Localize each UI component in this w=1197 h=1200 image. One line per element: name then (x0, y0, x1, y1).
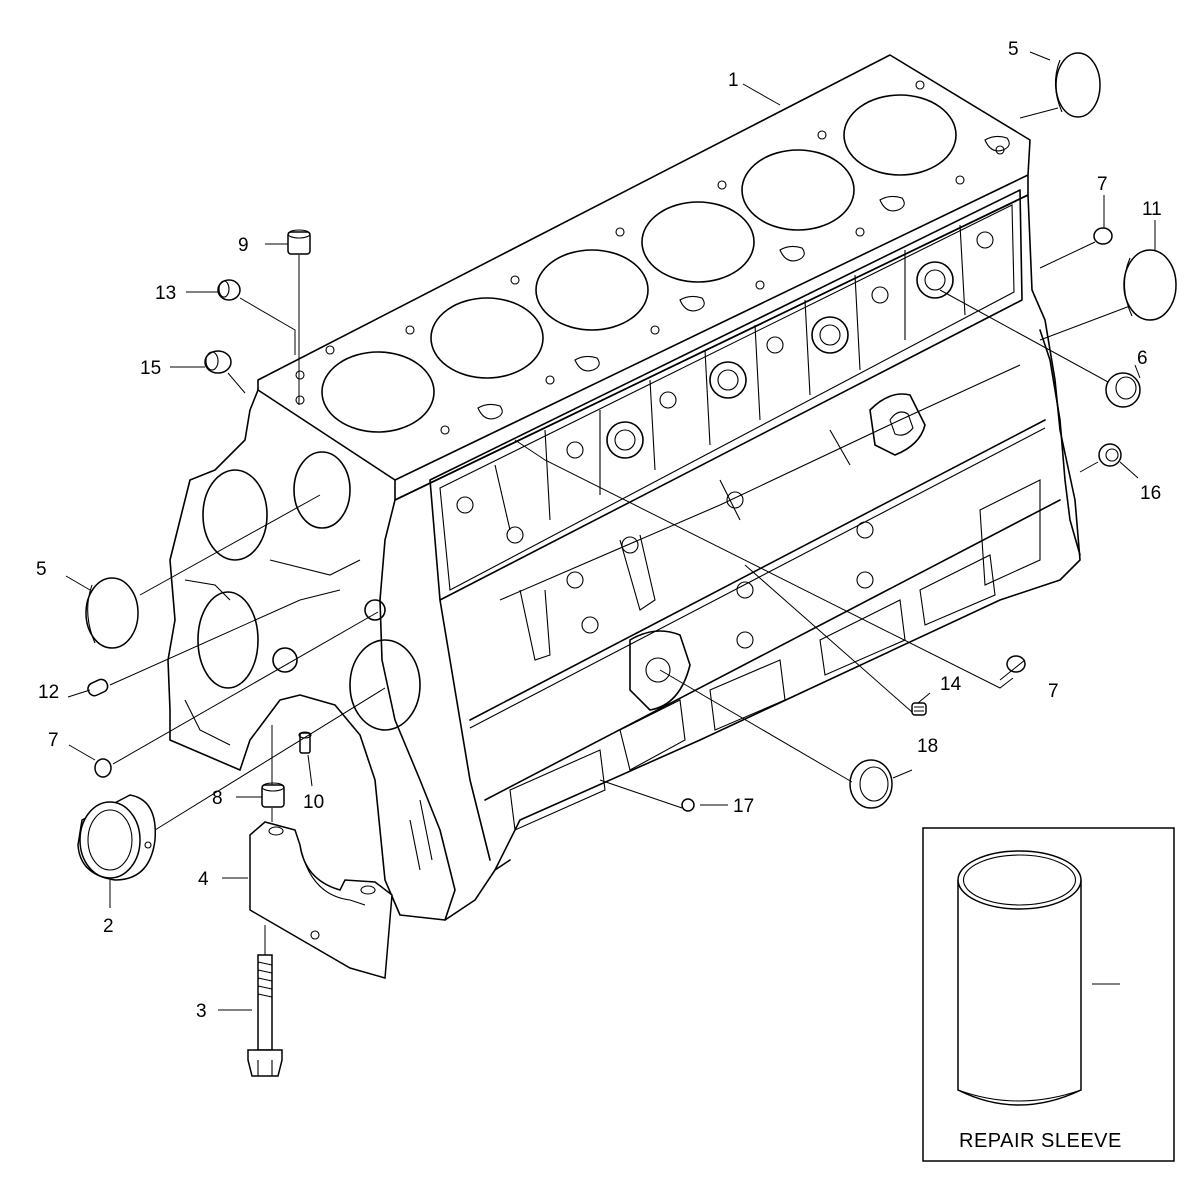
cam-bushing-2 (77, 794, 157, 881)
callout-1: 1 (728, 70, 739, 91)
plug-15 (204, 350, 232, 374)
callout-11: 11 (1142, 199, 1162, 220)
cup-plug-18 (849, 759, 893, 809)
small-plug-7b (94, 758, 112, 778)
small-plug-7c (1006, 655, 1026, 673)
cylinder-bores (321, 94, 957, 433)
callout-5b: 5 (36, 559, 47, 580)
bushing-9 (287, 229, 311, 255)
head-bolt-holes (295, 80, 1010, 435)
callout-12: 12 (38, 682, 59, 703)
callout-labels: 1 5 7 11 9 13 15 6 16 5 12 7 14 7 18 8 1… (36, 39, 1162, 1022)
small-plug-17 (681, 798, 695, 812)
callout-14: 14 (940, 674, 962, 695)
callout-13: 13 (155, 283, 176, 304)
fitting-14 (911, 702, 927, 716)
callout-9: 9 (238, 235, 249, 256)
sleeve-plug-16 (1098, 443, 1122, 467)
callout-6: 6 (1137, 348, 1148, 369)
callout-15: 15 (140, 358, 161, 379)
callout-7a: 7 (1097, 174, 1108, 195)
expansion-plug-top (1054, 52, 1101, 118)
repair-sleeve (957, 850, 1082, 1106)
disc-plug-11 (1123, 249, 1177, 321)
callout-17: 17 (733, 796, 754, 817)
callout-2: 2 (103, 916, 114, 937)
callout-5a: 5 (1008, 39, 1019, 60)
callout-4: 4 (198, 869, 209, 890)
bearing-cap-4 (249, 821, 393, 979)
bolt-3 (247, 954, 283, 1077)
inset-title: REPAIR SLEEVE (959, 1130, 1122, 1152)
small-plug-7a (1093, 227, 1113, 245)
dowel-sleeve-8 (261, 782, 285, 808)
dowel-12 (87, 678, 109, 697)
screw-10 (298, 731, 312, 754)
callout-18: 18 (917, 736, 938, 757)
repair-sleeve-inset: REPAIR SLEEVE (922, 827, 1175, 1162)
expansion-plug-left (85, 577, 139, 649)
callout-3: 3 (196, 1001, 207, 1022)
plug-13 (217, 279, 241, 301)
callout-16: 16 (1140, 483, 1161, 504)
callout-7c: 7 (1048, 681, 1059, 702)
callout-10: 10 (303, 792, 324, 813)
cylinder-block (167, 54, 1081, 921)
leader-lines (65, 51, 1156, 1011)
callout-7b: 7 (48, 730, 59, 751)
callout-8: 8 (212, 788, 223, 809)
cam-bores (456, 231, 994, 544)
cup-plug-6 (1105, 372, 1141, 408)
